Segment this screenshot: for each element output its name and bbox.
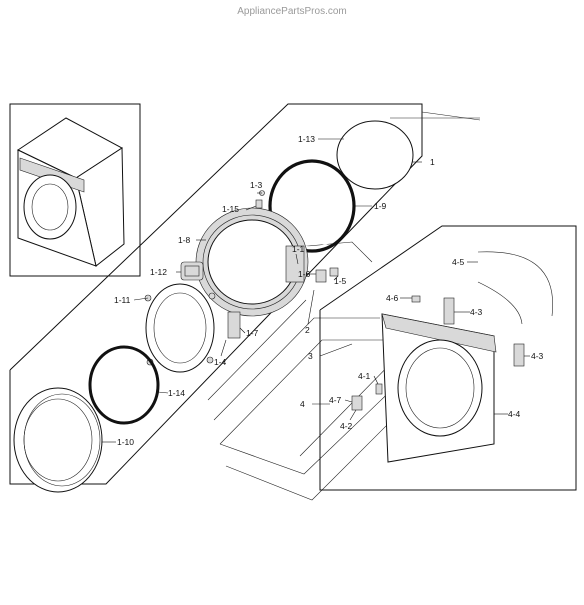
hardware-1-5 [329, 267, 339, 277]
switch-4-7 [351, 395, 363, 411]
label-1-3: 1-3 [250, 180, 263, 190]
front-panel-opening [397, 339, 483, 437]
label-1-8: 1-8 [178, 235, 191, 245]
plate-outline-2 [213, 317, 380, 421]
bracket-4-3-top [443, 297, 455, 325]
part-door-trim [13, 387, 103, 493]
part-screws-top [255, 190, 265, 209]
gasket-inner-highlight [273, 164, 351, 248]
door-trim-rim [23, 393, 101, 487]
label-1-5: 1-5 [334, 276, 347, 286]
label-1: 1 [430, 157, 435, 167]
label-4-4: 4-4 [508, 409, 521, 419]
door-panel-frame [9, 103, 423, 485]
front-panel-frame [319, 225, 577, 491]
label-3: 3 [308, 351, 313, 361]
label-1-1: 1-1 [292, 244, 305, 254]
spring-wire-4-5-b [477, 281, 523, 325]
label-1-10: 1-10 [117, 437, 134, 447]
part-small-hardware [315, 267, 339, 283]
latch-body [180, 261, 204, 281]
front-panel-box [319, 225, 577, 491]
watermark-text: AppliancePartsPros.com [237, 6, 347, 17]
label-4-1: 4-1 [358, 371, 371, 381]
screw-1-15 [255, 199, 263, 209]
plate-outline-4 [219, 377, 405, 475]
label-1-9: 1-9 [374, 201, 387, 211]
inner-panel-outer [145, 283, 215, 373]
label-1-15: 1-15 [222, 204, 239, 214]
part-inner-door-panel [144, 283, 216, 373]
inner-panel-tab-2 [208, 292, 216, 300]
door-glass [336, 120, 414, 190]
washer-door-glass [31, 183, 69, 231]
spring-wire-4-5-a [477, 251, 554, 317]
label-1-6: 1-6 [298, 269, 311, 279]
hardware-1-6 [315, 269, 327, 283]
label-4-5: 4-5 [452, 257, 465, 267]
label-1-4: 1-4 [214, 357, 227, 367]
part-hinge [227, 311, 241, 339]
bracket-4-3-right [513, 343, 525, 367]
part-door-ring [88, 345, 160, 425]
label-1-13: 1-13 [298, 134, 315, 144]
clip-4-6 [411, 295, 421, 303]
part-latch [180, 261, 204, 281]
leader-lines [102, 138, 530, 443]
door-assembly-panel [9, 103, 481, 485]
plate-outline-3 [207, 299, 307, 401]
inset-frame [9, 103, 141, 277]
front-panel-top-lip [381, 313, 497, 353]
door-ring-outer [88, 345, 160, 425]
label-1-7: 1-7 [246, 328, 259, 338]
inner-panel-tab-4 [206, 356, 214, 364]
label-1-12: 1-12 [150, 267, 167, 277]
part-door-glass [336, 120, 414, 190]
label-4-3-top: 4-3 [470, 307, 483, 317]
label-1-11: 1-11 [114, 295, 131, 305]
plate-edge-line-2 [421, 111, 481, 121]
hinge-1-7 [227, 311, 241, 339]
washer-overview-inset [9, 103, 141, 277]
pin-4-1 [375, 383, 383, 395]
label-4-3-right: 4-3 [531, 351, 544, 361]
inner-panel-ring [153, 292, 207, 364]
label-4-6: 4-6 [386, 293, 399, 303]
part-labels: 1 1-13 1-9 1-3 1-15 1-8 1-12 1-11 1-1 1-… [114, 134, 544, 447]
part-door-frame [195, 207, 309, 317]
hinge-block [285, 245, 305, 283]
front-panel-opening-inner [405, 347, 475, 429]
latch-detail [184, 265, 200, 277]
label-4-7: 4-7 [329, 395, 342, 405]
label-4-2: 4-2 [340, 421, 353, 431]
label-4: 4 [300, 399, 305, 409]
door-trim-outer [13, 387, 103, 493]
plate-outline-5 [225, 395, 417, 501]
label-2: 2 [305, 325, 310, 335]
stacked-plates [207, 241, 417, 501]
label-1-14: 1-14 [168, 388, 185, 398]
door-frame-inner [207, 219, 297, 305]
